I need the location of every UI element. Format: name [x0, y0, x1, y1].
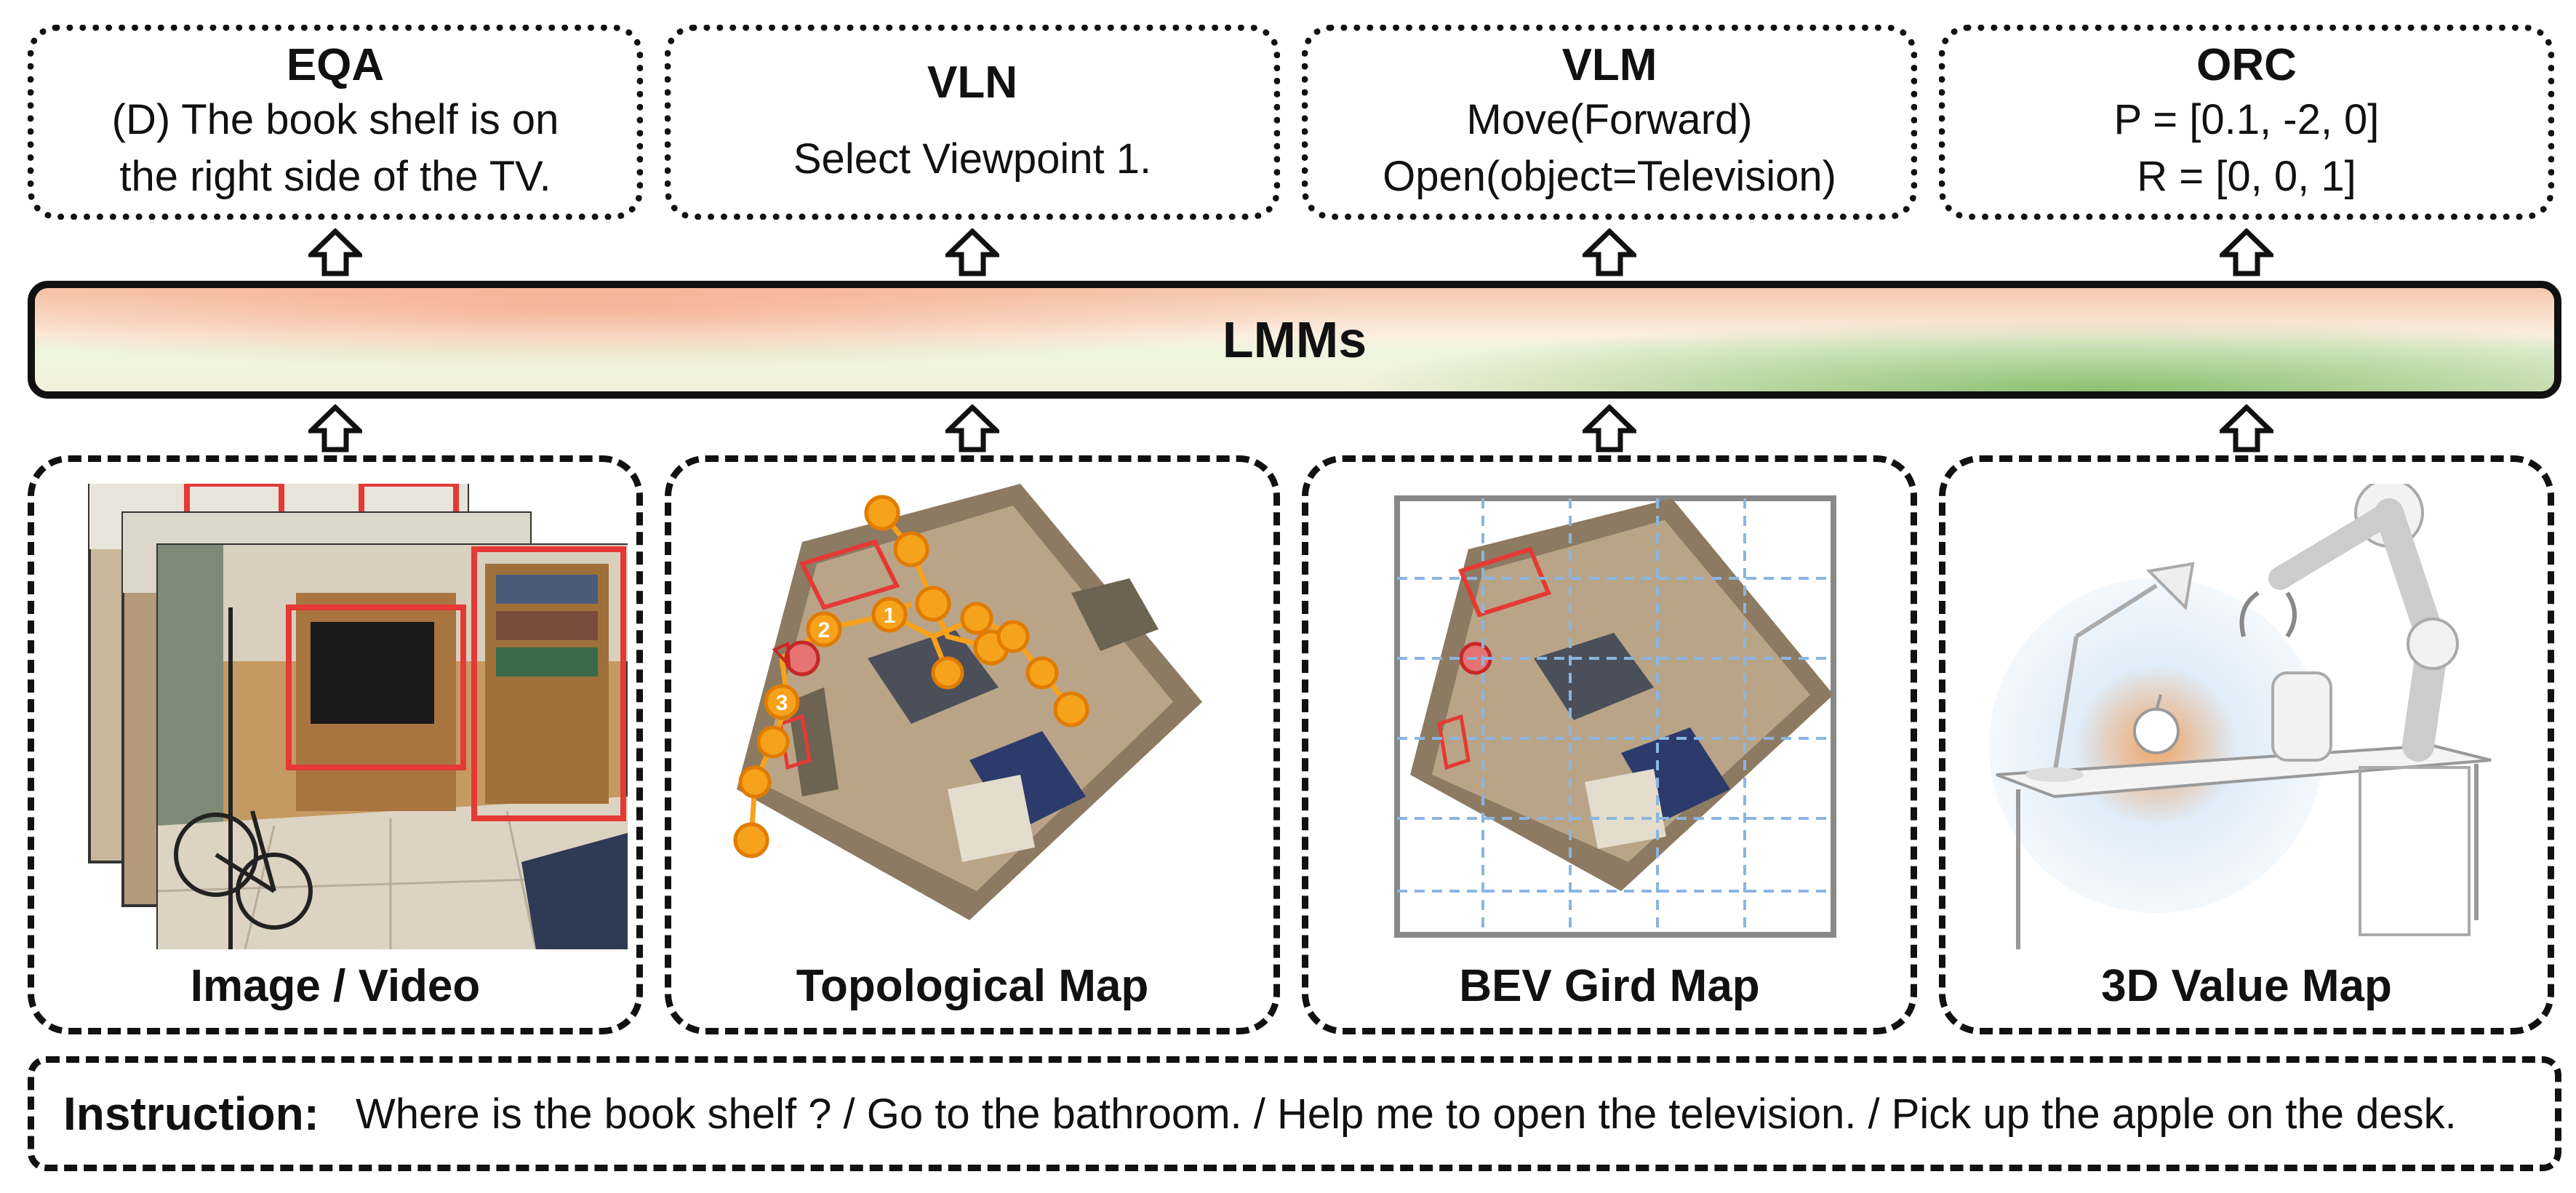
topological-map-icon: 2 1 3	[733, 484, 1202, 920]
apple-icon	[2133, 708, 2180, 754]
instruction-label: Instruction:	[63, 1088, 319, 1140]
output-box-vlm: VLM Move(Forward) Open(object=Television…	[1302, 25, 1917, 220]
agent-heading-icon	[772, 642, 791, 670]
output-title: VLM	[1561, 40, 1657, 90]
output-box-vln: VLN Select Viewpoint 1.	[665, 25, 1280, 220]
output-box-orc: ORC P = [0.1, -2, 0] R = [0, 0, 1]	[1939, 25, 2554, 220]
representation-label: Image / Video	[190, 961, 481, 1011]
bev-grid-icon	[1394, 495, 1836, 938]
up-arrow-icon	[1583, 404, 1636, 452]
up-arrow-icon	[308, 404, 362, 452]
up-arrow-icon	[945, 228, 999, 276]
output-box-eqa: EQA (D) The book shelf is on the right s…	[28, 25, 643, 220]
instruction-box: Instruction: Where is the book shelf ? /…	[28, 1056, 2561, 1171]
output-line: P = [0.1, -2, 0]	[2113, 96, 2380, 143]
lmm-label: LMMs	[1222, 311, 1367, 368]
agent-marker-icon	[784, 640, 820, 677]
output-title: EQA	[286, 40, 385, 90]
node-2: 2	[806, 611, 842, 647]
topological-map-panel: 2 1 3 Topological Map	[665, 455, 1280, 1034]
lmm-bar: LMMs	[28, 281, 2561, 399]
image-frames-icon	[88, 484, 628, 949]
up-arrow-icon	[308, 228, 362, 276]
representation-label: 3D Value Map	[2101, 961, 2392, 1011]
instruction-text: Where is the book shelf ? / Go to the ba…	[355, 1090, 2457, 1138]
output-line: R = [0, 0, 1]	[2137, 153, 2356, 200]
value-map-icon	[1989, 484, 2492, 949]
bev-grid-map-panel: BEV Gird Map	[1302, 455, 1917, 1034]
output-line: Open(object=Television)	[1383, 153, 1836, 200]
node-label: 2	[818, 618, 831, 642]
output-title: VLN	[927, 57, 1017, 108]
node-1: 1	[871, 596, 908, 633]
output-line: Move(Forward)	[1466, 96, 1753, 143]
up-arrow-icon	[1583, 228, 1636, 276]
image-video-panel: Image / Video	[28, 455, 643, 1034]
node-3: 3	[764, 684, 800, 720]
value-map-panel: 3D Value Map	[1939, 455, 2554, 1034]
output-title: ORC	[2196, 40, 2297, 90]
representation-label: Topological Map	[796, 961, 1149, 1011]
up-arrow-icon	[2220, 228, 2273, 276]
output-line: the right side of the TV.	[119, 153, 551, 200]
output-line: Select Viewpoint 1.	[793, 135, 1152, 183]
representation-label: BEV Gird Map	[1459, 961, 1760, 1011]
node-label: 3	[776, 691, 788, 715]
up-arrow-icon	[2220, 404, 2273, 452]
node-label: 1	[884, 604, 896, 628]
up-arrow-icon	[945, 404, 999, 452]
output-line: (D) The book shelf is on	[111, 96, 559, 143]
